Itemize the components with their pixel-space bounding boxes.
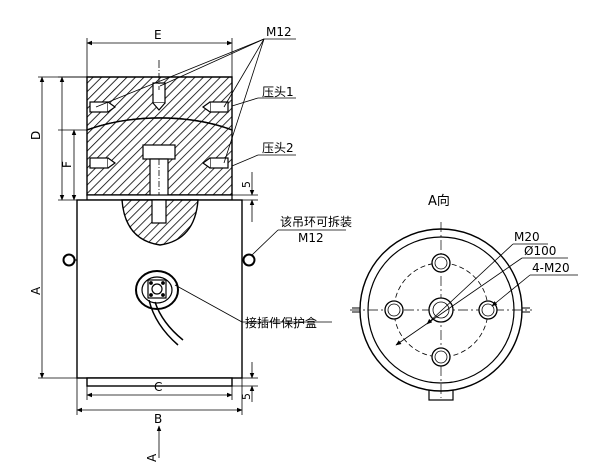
bolt-circle-dia-label: Ø100: [524, 244, 556, 258]
front-dimensions: [38, 38, 258, 458]
thread-m12-label: M12: [266, 25, 292, 39]
dim-d-label: D: [29, 131, 43, 140]
connector-protection-box: [135, 270, 184, 346]
side-studs: [352, 307, 530, 313]
front-view: [62, 76, 256, 387]
press-head-2-label: 压头2: [262, 141, 294, 155]
dim-5-bottom-label: 5: [240, 393, 253, 400]
four-holes-m20: [384, 253, 498, 367]
dim-a-label: A: [29, 286, 43, 295]
front-leaders: [95, 38, 346, 323]
dim-c-label: C: [154, 380, 162, 394]
view-arrow-a-label: A: [145, 453, 159, 462]
lifting-ring-right: [242, 253, 256, 267]
four-holes-label: 4-M20: [532, 261, 570, 275]
center-thread-m20-label: M20: [514, 230, 540, 244]
lifting-ring-note-label: 该吊环可拆装: [280, 214, 352, 229]
view-a-labels: A向 M20 Ø100 4-M20: [428, 193, 570, 275]
view-a-title: A向: [428, 193, 450, 209]
view-a: [350, 222, 578, 401]
view-a-leaders: [395, 243, 578, 346]
front-labels: E D F A C B 5 5 M12 压头1 压头2 该吊环可拆装 M12 接…: [29, 25, 352, 462]
press-head-1-label: 压头1: [262, 85, 294, 99]
connector-box-label: 接插件保护盒: [245, 315, 317, 330]
dim-f-label: F: [60, 161, 74, 168]
lifting-ring-thread-label: M12: [298, 231, 324, 245]
center-hole-m20: [428, 297, 454, 323]
sensor-base: [86, 377, 233, 387]
dim-e-label: E: [154, 28, 162, 42]
cable: [148, 299, 179, 346]
lifting-ring-left: [62, 253, 77, 267]
side-thread-holes: [89, 101, 229, 169]
dim-5-top-label: 5: [240, 181, 253, 188]
dim-b-label: B: [154, 412, 162, 426]
